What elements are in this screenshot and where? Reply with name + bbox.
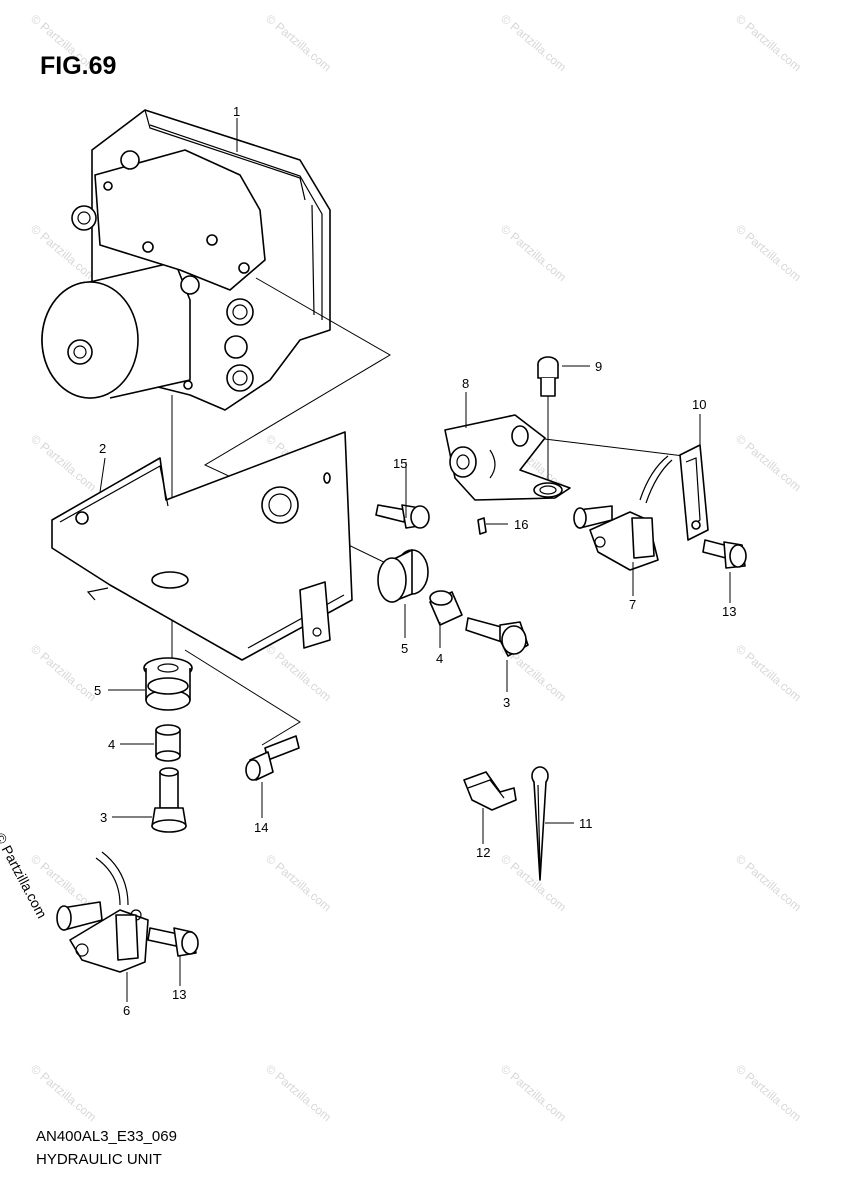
- callout-11: 11: [579, 816, 593, 831]
- callout-10: 10: [692, 397, 706, 412]
- pin-part-16[interactable]: [477, 517, 487, 535]
- grommet-part-5-right[interactable]: [377, 549, 429, 603]
- bolt-part-13-left[interactable]: [147, 927, 199, 957]
- cable-tie-part-11[interactable]: [531, 766, 549, 881]
- watermark-text: © Partzilla.com: [263, 1062, 334, 1125]
- watermark-text: © Partzilla.com: [498, 1062, 569, 1125]
- callout-labels: 1 2 8 9 10 15 16 5 4 3 7 13 5 4 3 14 12 …: [94, 104, 736, 1018]
- collar-part-4-right[interactable]: [429, 590, 463, 626]
- watermark-text: © Partzilla.com: [498, 852, 569, 915]
- callout-1: 1: [233, 104, 240, 119]
- wheel-sensor-part-6[interactable]: [56, 851, 149, 973]
- callout-12: 12: [476, 845, 490, 860]
- bolt-part-9[interactable]: [537, 356, 559, 397]
- figure-title: FIG.69: [40, 52, 117, 80]
- wheel-sensor-part-7[interactable]: [573, 455, 673, 571]
- callout-leaders: [99, 118, 731, 1002]
- watermark-text: © Partzilla.com: [28, 642, 99, 705]
- diagram-code: AN400AL3_E33_069: [36, 1128, 177, 1145]
- bracket-part-2[interactable]: [51, 431, 353, 661]
- callout-13-right: 13: [722, 604, 736, 619]
- collar-part-4-left[interactable]: [155, 724, 181, 762]
- watermark-text: © Partzilla.com: [733, 432, 804, 495]
- hydraulic-unit-part-1[interactable]: [41, 109, 331, 411]
- callout-3-right: 3: [503, 695, 510, 710]
- bolt-part-3-right[interactable]: [465, 617, 529, 657]
- callout-13-left: 13: [172, 987, 186, 1002]
- watermark-text: © Partzilla.com: [263, 852, 334, 915]
- bolt-part-3-left[interactable]: [151, 767, 187, 833]
- bolt-part-14[interactable]: [245, 735, 300, 781]
- watermark-text: © Partzilla.com: [733, 1062, 804, 1125]
- watermark-text: © Partzilla.com: [733, 222, 804, 285]
- watermark-text: © Partzilla.com: [733, 852, 804, 915]
- clamp-part-10[interactable]: [679, 444, 709, 541]
- callout-5-right: 5: [401, 641, 408, 656]
- callout-4-right: 4: [436, 651, 443, 666]
- callout-9: 9: [595, 359, 602, 374]
- callout-3-left: 3: [100, 810, 107, 825]
- bolt-part-13-right[interactable]: [702, 539, 747, 569]
- watermark-text: © Partzilla.com: [263, 12, 334, 75]
- watermark-text: © Partzilla.com: [498, 12, 569, 75]
- diagram-caption: HYDRAULIC UNIT: [36, 1151, 162, 1168]
- callout-14: 14: [254, 820, 268, 835]
- callout-15: 15: [393, 456, 407, 471]
- watermark-text: © Partzilla.com: [28, 1062, 99, 1125]
- sensor-bracket-part-8[interactable]: [444, 414, 571, 501]
- watermark-text: © Partzilla.com: [733, 642, 804, 705]
- callout-16: 16: [514, 517, 528, 532]
- watermark-text: © Partzilla.com: [263, 642, 334, 705]
- clip-part-12[interactable]: [463, 771, 517, 811]
- watermark-text: © Partzilla.com: [498, 222, 569, 285]
- watermark-text: © Partzilla.com: [28, 432, 99, 495]
- callout-2: 2: [99, 441, 106, 456]
- grommet-part-5-left[interactable]: [143, 657, 193, 711]
- callout-6: 6: [123, 1003, 130, 1018]
- bolt-part-15[interactable]: [375, 504, 430, 529]
- callout-7: 7: [629, 597, 636, 612]
- callout-5-left: 5: [94, 683, 101, 698]
- callout-8: 8: [462, 376, 469, 391]
- watermark-text: © Partzilla.com: [28, 222, 99, 285]
- watermark-text: © Partzilla.com: [733, 12, 804, 75]
- callout-4-left: 4: [108, 737, 115, 752]
